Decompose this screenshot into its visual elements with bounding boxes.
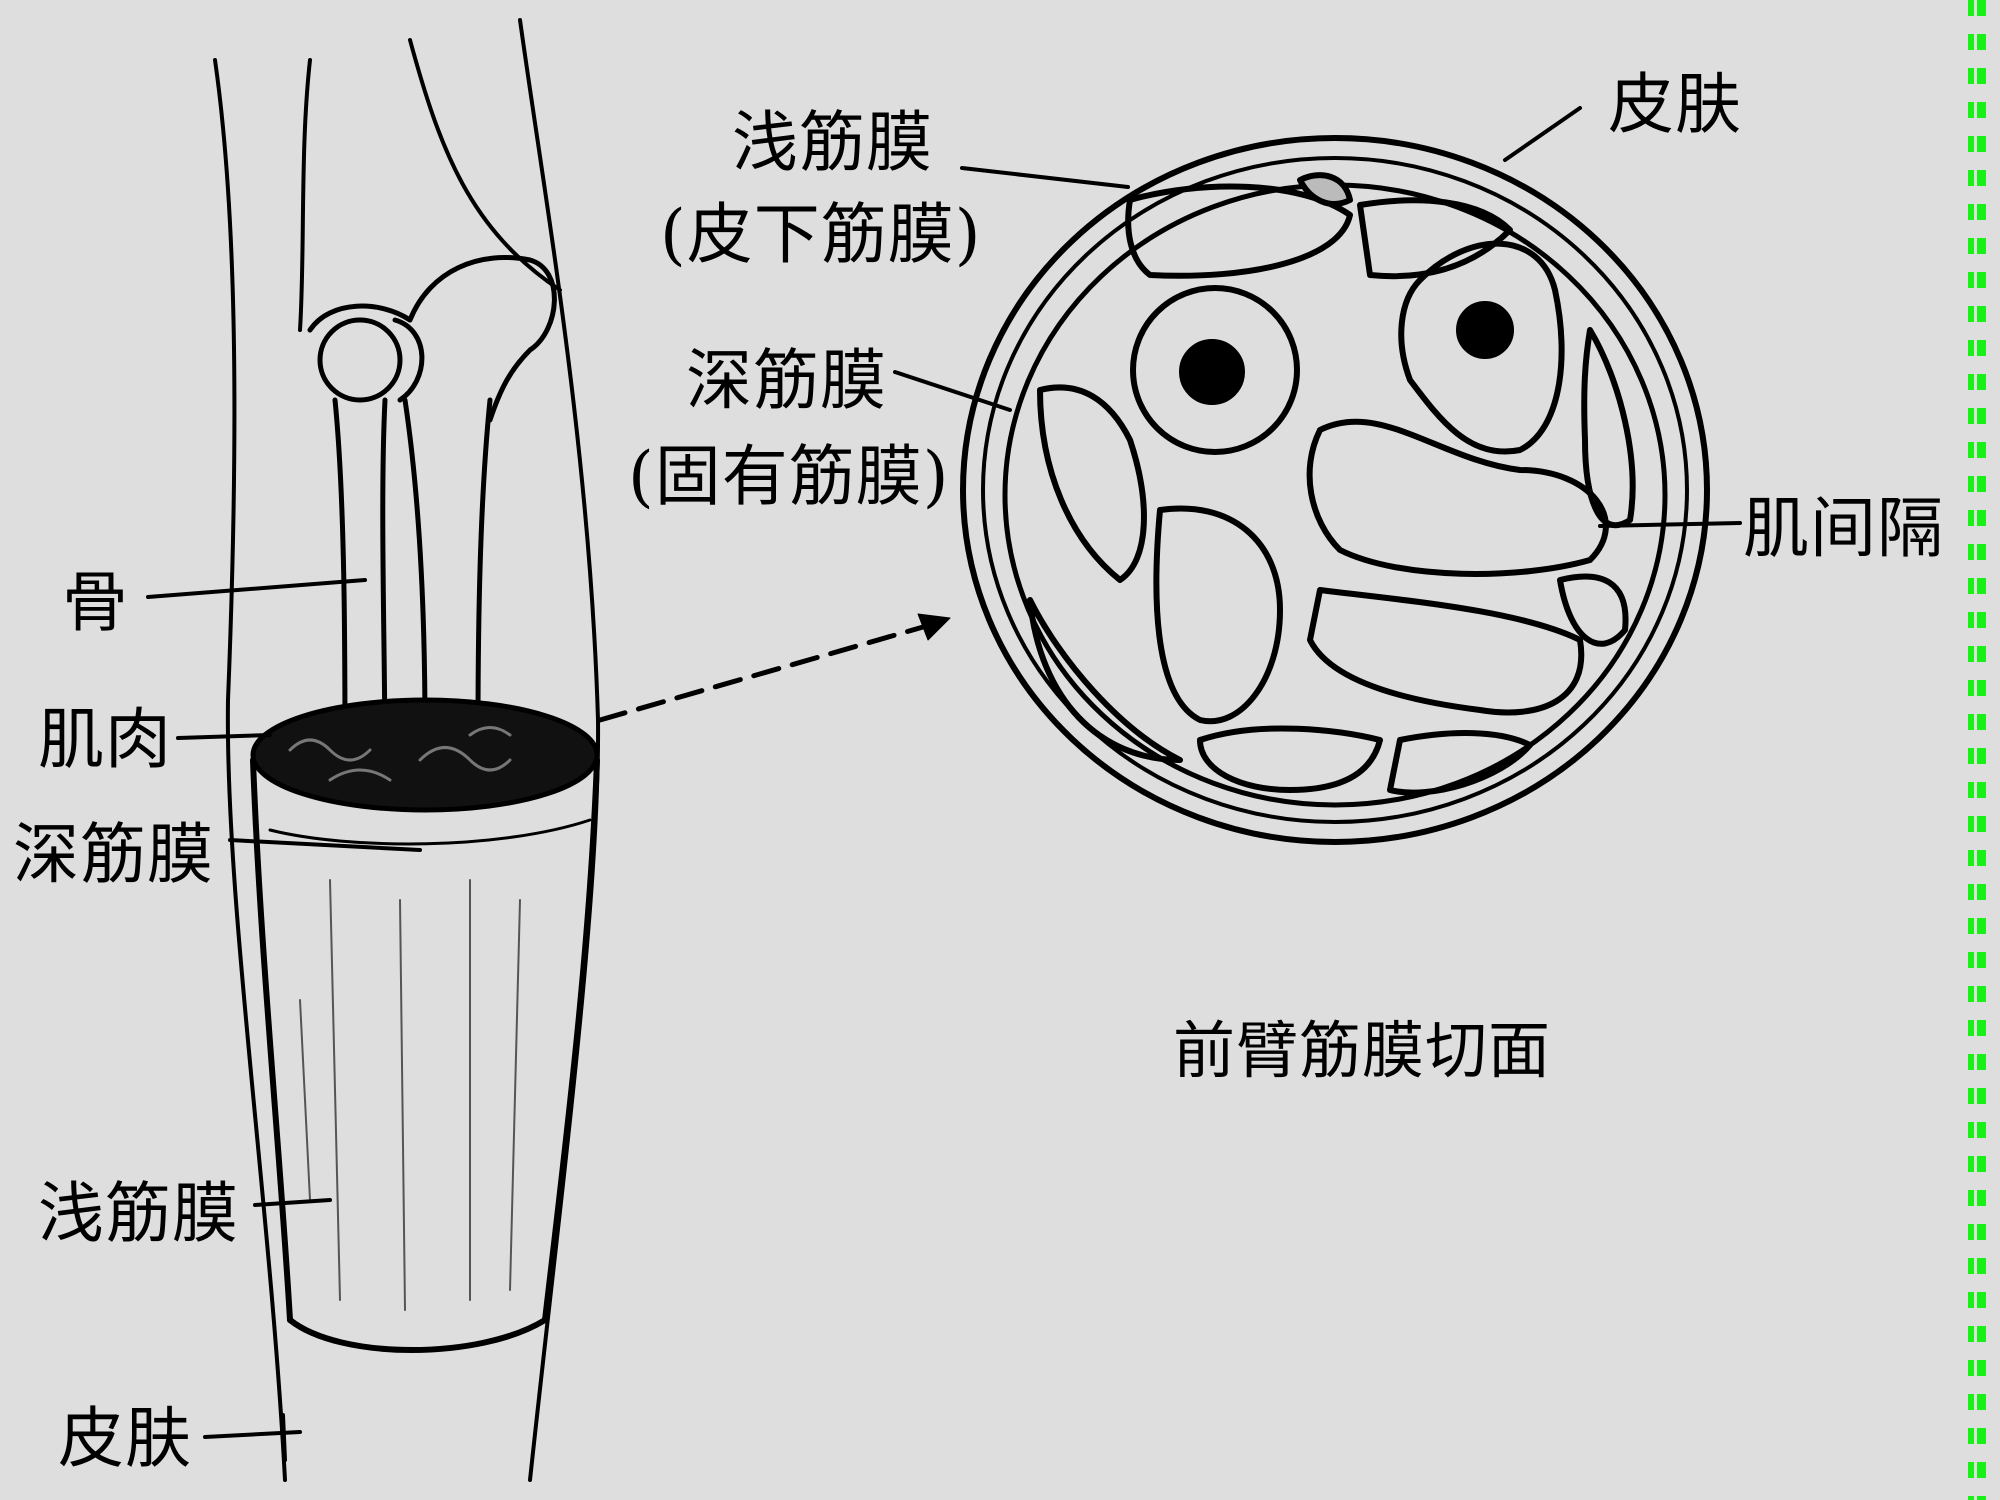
figure-caption: 前臂筋膜切面 [1173, 1014, 1552, 1087]
label-superficial-fascia-left: 浅筋膜 [38, 1175, 239, 1252]
label-intermuscular-septum: 肌间隔 [1743, 490, 1944, 567]
cross-section-drawing [960, 135, 1710, 845]
label-bone: 骨 [62, 564, 129, 641]
leader-lines [146, 106, 1742, 1462]
dashed-arrow [597, 613, 951, 723]
label-skin-right: 皮肤 [1608, 66, 1742, 143]
label-proper-fascia: (固有筋膜) [628, 438, 950, 515]
label-deep-fascia-left: 深筋膜 [13, 816, 214, 893]
radius-bone-section [1130, 285, 1300, 455]
label-muscle: 肌肉 [38, 701, 172, 778]
label-deep-fascia-right: 深筋膜 [686, 342, 887, 419]
forearm-cut-cylinder [250, 697, 600, 1353]
label-subcutaneous-fascia: (皮下筋膜) [660, 196, 982, 273]
ulna-bone-section [1398, 240, 1565, 455]
dashed-green-border [1968, 0, 1986, 1500]
label-superficial-fascia-right: 浅筋膜 [732, 104, 933, 181]
label-skin-left: 皮肤 [58, 1400, 192, 1477]
